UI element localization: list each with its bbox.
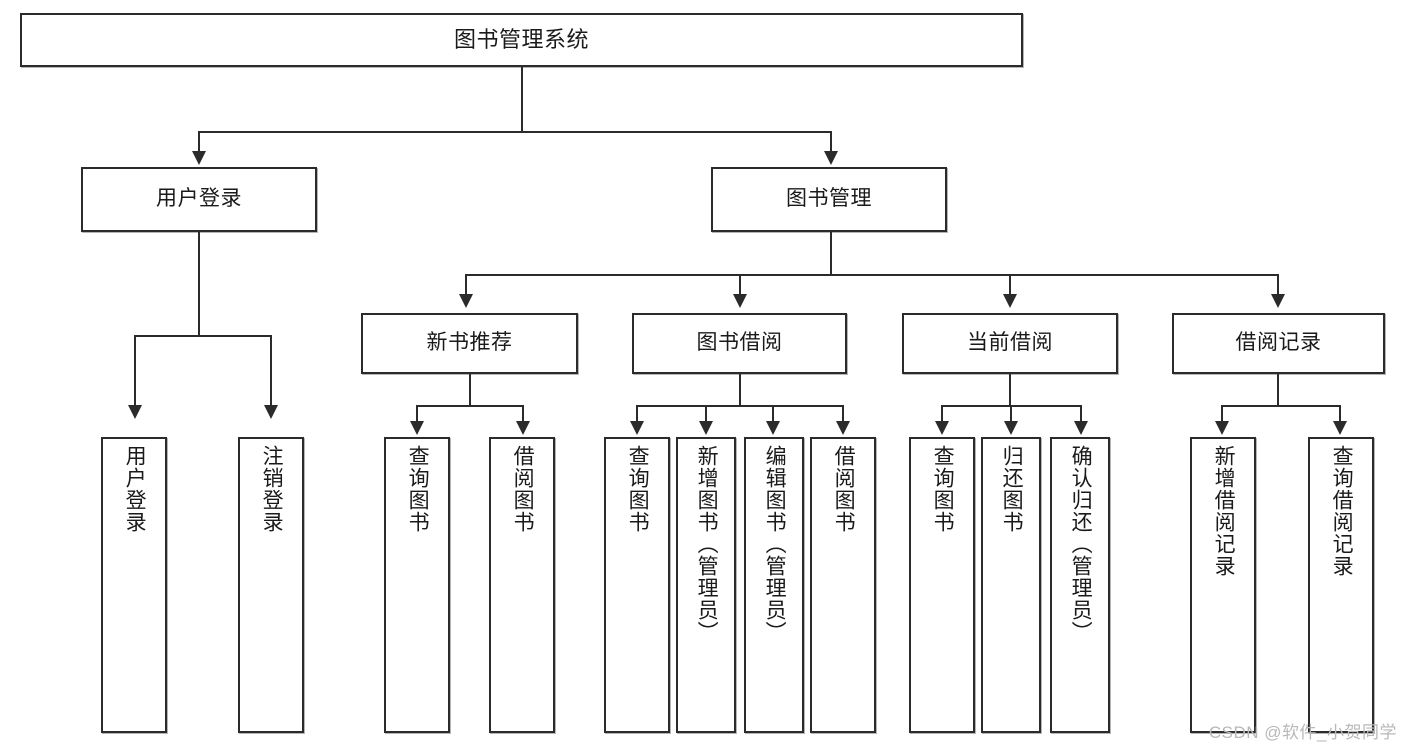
csdn-watermark: CSDN @软件_小贺同学 — [1208, 723, 1397, 742]
connector-user-login-stem — [198, 232, 200, 336]
leaf-borrow-add-book-admin[interactable]: 新增图书（管理员） — [676, 437, 736, 733]
node-label: 用户登录 — [123, 445, 147, 533]
connector-current-stem — [1009, 374, 1011, 407]
arrow-new-books-to-leaf-2 — [516, 421, 530, 435]
node-label: 图书借阅 — [696, 331, 783, 355]
connector-current-to-leaf-2 — [1010, 405, 1012, 427]
leaf-new-books-borrow-book[interactable]: 借阅图书 — [489, 437, 555, 733]
leaf-logout[interactable]: 注销登录 — [238, 437, 304, 733]
arrow-current-to-leaf-1 — [935, 421, 949, 435]
node-root-library-system[interactable]: 图书管理系统 — [20, 13, 1023, 67]
arrow-root-to-book-mgmt — [824, 151, 838, 165]
leaf-records-query-record[interactable]: 查询借阅记录 — [1308, 437, 1374, 733]
leaf-current-return-book[interactable]: 归还图书 — [981, 437, 1041, 733]
connector-new-books-to-leaf-1 — [416, 405, 418, 427]
connector-user-login-to-leaf-1 — [134, 335, 136, 407]
connector-book-mgmt-to-records — [1277, 274, 1279, 296]
connector-new-books-bus — [416, 405, 522, 407]
arrow-book-mgmt-to-borrow — [733, 294, 747, 308]
connector-root-bus — [198, 131, 832, 133]
arrow-current-to-leaf-3 — [1074, 421, 1088, 435]
node-label: 当前借阅 — [967, 331, 1053, 355]
node-label: 查询借阅记录 — [1330, 445, 1354, 577]
node-user-login[interactable]: 用户登录 — [81, 167, 317, 232]
arrow-records-to-leaf-1 — [1215, 421, 1229, 435]
node-book-management[interactable]: 图书管理 — [711, 167, 947, 232]
arrow-new-books-to-leaf-1 — [410, 421, 424, 435]
leaf-borrow-query-book[interactable]: 查询图书 — [604, 437, 670, 733]
connector-user-login-to-leaf-2 — [270, 335, 272, 407]
connector-book-mgmt-to-new-books — [465, 274, 467, 296]
connector-book-mgmt-stem — [830, 232, 832, 276]
connector-user-login-bus — [134, 335, 270, 337]
node-label: 用户登录 — [156, 187, 242, 211]
arrow-user-login-to-leaf-1 — [128, 405, 142, 419]
node-label: 新书推荐 — [426, 331, 513, 355]
connector-book-mgmt-to-current — [1009, 274, 1011, 296]
node-label: 查询图书 — [406, 445, 430, 533]
connector-borrow-to-leaf-2 — [705, 405, 707, 427]
arrow-user-login-to-leaf-2 — [264, 405, 278, 419]
node-label: 借阅图书 — [511, 445, 535, 533]
connector-records-to-leaf-1 — [1221, 405, 1223, 427]
connector-new-books-stem — [469, 374, 471, 407]
leaf-borrow-edit-book-admin[interactable]: 编辑图书（管理员） — [744, 437, 804, 733]
node-new-book-recommend[interactable]: 新书推荐 — [361, 313, 578, 374]
node-book-borrow[interactable]: 图书借阅 — [632, 313, 847, 374]
connector-records-to-leaf-2 — [1339, 405, 1341, 427]
connector-records-bus — [1221, 405, 1339, 407]
connector-book-mgmt-to-borrow — [739, 274, 741, 296]
node-label: 图书管理 — [786, 187, 872, 211]
arrow-records-to-leaf-2 — [1333, 421, 1347, 435]
connector-records-stem — [1277, 374, 1279, 407]
arrow-current-to-leaf-2 — [1004, 421, 1018, 435]
arrow-borrow-to-leaf-4 — [836, 421, 850, 435]
arrow-book-mgmt-to-new-books — [459, 294, 473, 308]
node-label: 查询图书 — [931, 445, 955, 533]
connector-borrow-to-leaf-1 — [636, 405, 638, 427]
leaf-new-books-query-book[interactable]: 查询图书 — [384, 437, 450, 733]
leaf-user-login[interactable]: 用户登录 — [101, 437, 167, 733]
connector-root-stem — [521, 67, 523, 131]
node-label: 查询图书 — [626, 445, 650, 533]
node-borrow-records[interactable]: 借阅记录 — [1172, 313, 1385, 374]
leaf-borrow-borrow-book[interactable]: 借阅图书 — [810, 437, 876, 733]
arrow-borrow-to-leaf-3 — [766, 421, 780, 435]
connector-root-to-user-login — [198, 131, 200, 153]
node-label: 借阅图书 — [832, 445, 856, 533]
leaf-records-add-record[interactable]: 新增借阅记录 — [1190, 437, 1256, 733]
connector-current-to-leaf-1 — [941, 405, 943, 427]
arrow-borrow-to-leaf-2 — [699, 421, 713, 435]
node-label: 归还图书 — [1000, 445, 1024, 533]
node-current-borrow[interactable]: 当前借阅 — [902, 313, 1118, 374]
connector-borrow-to-leaf-4 — [842, 405, 844, 427]
leaf-current-query-book[interactable]: 查询图书 — [909, 437, 975, 733]
node-label: 新增借阅记录 — [1212, 445, 1236, 577]
arrow-borrow-to-leaf-1 — [630, 421, 644, 435]
connector-book-mgmt-bus — [465, 274, 1279, 276]
connector-current-to-leaf-3 — [1080, 405, 1082, 427]
node-label: 借阅记录 — [1235, 331, 1322, 355]
node-label: 确认归还（管理员） — [1069, 445, 1093, 643]
connector-borrow-stem — [739, 374, 741, 407]
connector-borrow-bus — [636, 405, 842, 407]
node-label: 编辑图书（管理员） — [763, 445, 787, 643]
arrow-book-mgmt-to-records — [1271, 294, 1285, 308]
leaf-current-confirm-return-admin[interactable]: 确认归还（管理员） — [1050, 437, 1110, 733]
connector-new-books-to-leaf-2 — [522, 405, 524, 427]
node-label: 图书管理系统 — [453, 27, 589, 53]
arrow-root-to-user-login — [192, 151, 206, 165]
node-label: 注销登录 — [260, 445, 284, 533]
connector-borrow-to-leaf-3 — [772, 405, 774, 427]
node-label: 新增图书（管理员） — [695, 445, 719, 643]
arrow-book-mgmt-to-current — [1003, 294, 1017, 308]
connector-root-to-book-mgmt — [830, 131, 832, 153]
